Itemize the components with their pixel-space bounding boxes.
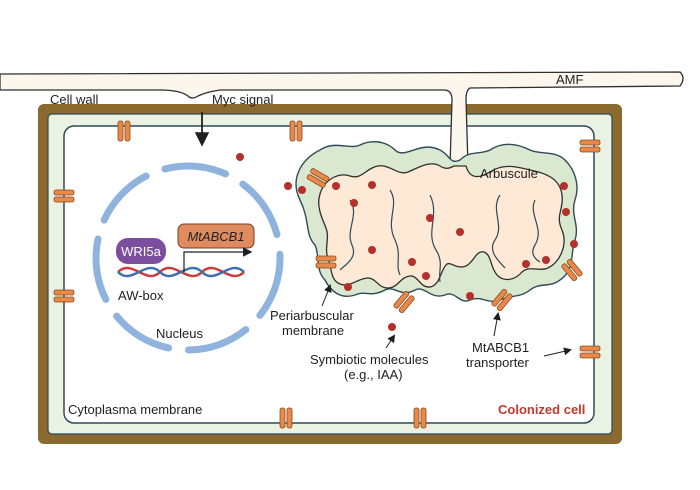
- molecule-dot: [560, 182, 568, 190]
- symbiotic-molecules: [236, 153, 578, 331]
- pam-transporters: [306, 168, 583, 314]
- pam-label-1: Periarbuscular: [270, 308, 354, 323]
- arbuscule-branch-3: [429, 194, 441, 283]
- molecule-dot: [344, 283, 352, 291]
- molecule-dot: [422, 272, 430, 280]
- sym-pointer: [385, 334, 396, 349]
- nuclear-envelope: [92, 162, 284, 354]
- transporter-label-1: MtABCB1: [472, 340, 529, 355]
- arbuscule-branch-1: [339, 199, 355, 271]
- arbuscule-branch-4: [491, 194, 506, 269]
- molecule-dot: [298, 186, 306, 194]
- arbuscule-branch-5: [532, 199, 541, 263]
- transporter: [413, 407, 427, 429]
- molecule-dot: [368, 181, 376, 189]
- cytoplasma-label: Cytoplasma membrane: [68, 402, 202, 417]
- transporter: [579, 345, 601, 359]
- molecule-dot: [408, 258, 416, 266]
- transporter: [491, 288, 513, 312]
- myc-signal-label: Myc signal: [212, 92, 274, 107]
- molecule-dot: [332, 182, 340, 190]
- transporter: [393, 290, 415, 314]
- molecule-dot: [570, 240, 578, 248]
- colonized-cell-label: Colonized cell: [498, 402, 585, 417]
- arbuscule-branch-2: [389, 189, 401, 276]
- sym-label-1: Symbiotic molecules: [310, 352, 429, 367]
- wri5a-tf: [116, 238, 166, 264]
- transporter: [579, 139, 601, 153]
- arbuscule-body: [318, 163, 565, 289]
- molecule-dot: [236, 153, 244, 161]
- transporter-pointer-2: [543, 347, 572, 357]
- transporter: [315, 255, 337, 269]
- transporter: [289, 120, 303, 142]
- arbuscule-label: Arbuscule: [480, 166, 538, 181]
- transcription-arrow: [183, 247, 253, 272]
- molecule-dot: [456, 228, 464, 236]
- transporter: [53, 289, 75, 303]
- molecule-dot: [350, 199, 358, 207]
- molecule-dot: [284, 182, 292, 190]
- nucleus-label: Nucleus: [156, 326, 203, 341]
- transporter: [306, 168, 330, 188]
- aw-box-label: AW-box: [118, 288, 164, 303]
- molecule-dot: [562, 208, 570, 216]
- transporter: [53, 189, 75, 203]
- amf-label: AMF: [556, 72, 584, 87]
- transporter: [117, 120, 131, 142]
- molecule-dot: [522, 260, 530, 268]
- gene-box: [177, 223, 255, 249]
- molecule-dot: [542, 256, 550, 264]
- transporter-label-2: transporter: [466, 355, 530, 370]
- sym-label-2: (e.g., IAA): [344, 367, 403, 382]
- transporter: [561, 258, 583, 282]
- molecule-dot: [368, 246, 376, 254]
- dna-strand-blue: [117, 266, 245, 278]
- molecule-dot: [388, 323, 396, 331]
- transporter: [279, 407, 293, 429]
- gene-label: MtABCB1: [187, 229, 244, 244]
- molecule-dot: [426, 214, 434, 222]
- transporter-pointer-1: [492, 312, 501, 337]
- wri5a-label: WRI5a: [121, 244, 162, 259]
- amf-hypha: [0, 71, 684, 167]
- pam-label-2: membrane: [282, 323, 344, 338]
- pam-pointer: [321, 284, 332, 307]
- molecule-dot: [466, 292, 474, 300]
- cell-wall-label: Cell wall: [50, 92, 99, 107]
- plasma-transporters: [53, 120, 601, 429]
